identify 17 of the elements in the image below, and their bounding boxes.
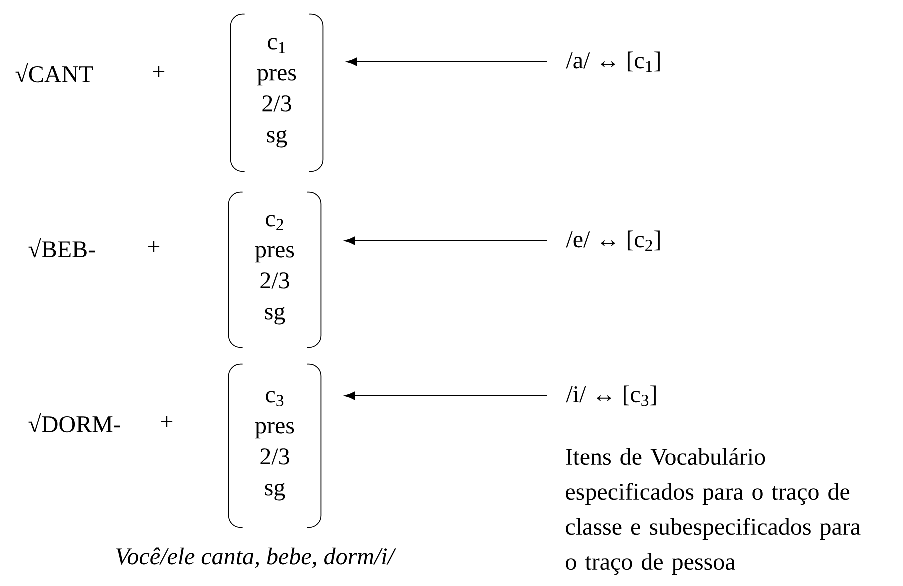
vocabulary-item: /e/ ↔ [c$_{2}$] bbox=[566, 230, 660, 252]
vocabulary-item: /i/ ↔ [c$_{3}$] bbox=[566, 386, 656, 406]
feature-bracket: c$_{2}$ pres 2/3 sg bbox=[228, 192, 322, 348]
arrow bbox=[344, 236, 548, 246]
feature-bracket: c$_{1}$ pres 2/3 sg bbox=[230, 14, 324, 172]
arrow bbox=[344, 392, 548, 400]
plus-sign: + bbox=[153, 66, 165, 78]
root-label: √BEB- bbox=[28, 238, 96, 258]
root-label: √CANT bbox=[16, 63, 94, 83]
feature-bracket: c$_{3}$ pres 2/3 sg bbox=[228, 364, 322, 528]
arrow bbox=[346, 58, 548, 66]
vocabulary-item: /a/ ↔ [c$_{1}$] bbox=[566, 52, 660, 72]
root-label: √DORM- bbox=[28, 413, 120, 433]
plus-sign: + bbox=[161, 416, 173, 428]
caption: Você/ele canta, bebe, dorm/i/ bbox=[116, 548, 396, 568]
note-text: Itens de Vocabulário especificados para o traço de classe e subespecificados para o traço de pessoa bbox=[566, 448, 861, 575]
plus-sign: + bbox=[148, 241, 160, 252]
